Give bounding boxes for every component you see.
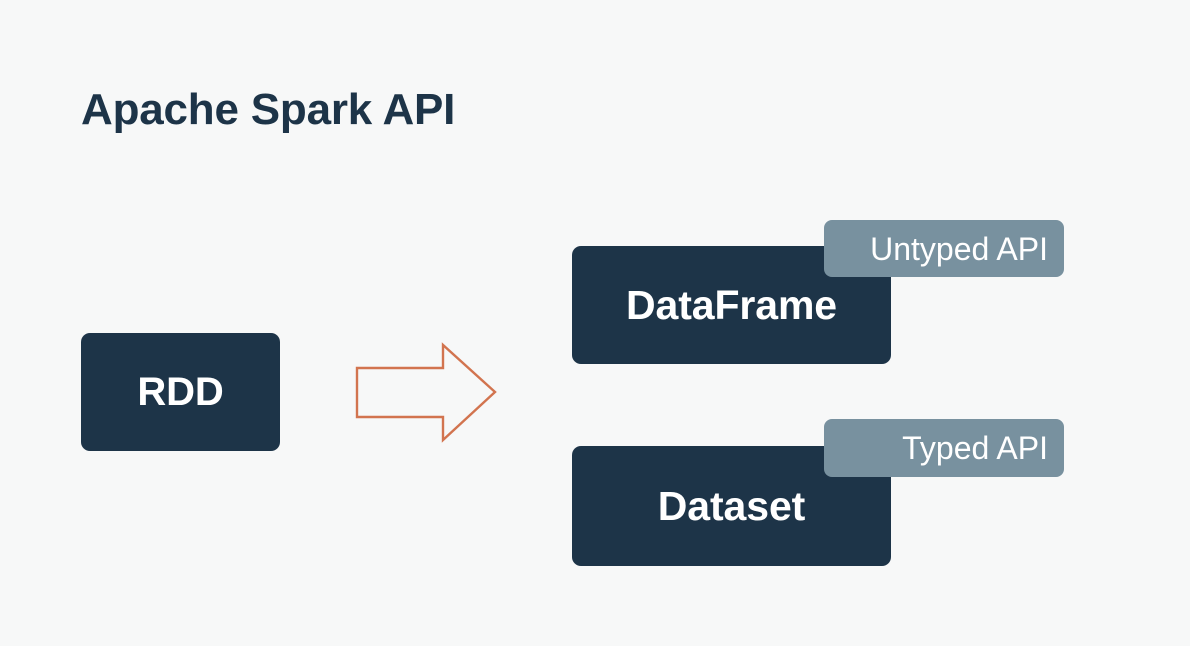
node-rdd-label: RDD	[137, 370, 224, 414]
node-dataset[interactable]: Dataset	[572, 446, 891, 566]
node-dataframe-label: DataFrame	[625, 281, 838, 328]
badge-untyped-api[interactable]: Untyped API	[824, 220, 1064, 277]
badge-typed-api-label: Typed API	[902, 430, 1048, 466]
node-rdd[interactable]: RDD	[81, 333, 280, 451]
badge-typed-api[interactable]: Typed API	[824, 419, 1064, 477]
flow-arrow-icon	[355, 342, 497, 443]
page-title: Apache Spark API	[81, 85, 456, 134]
node-dataset-label: Dataset	[657, 482, 806, 529]
badge-untyped-api-label: Untyped API	[870, 230, 1048, 267]
